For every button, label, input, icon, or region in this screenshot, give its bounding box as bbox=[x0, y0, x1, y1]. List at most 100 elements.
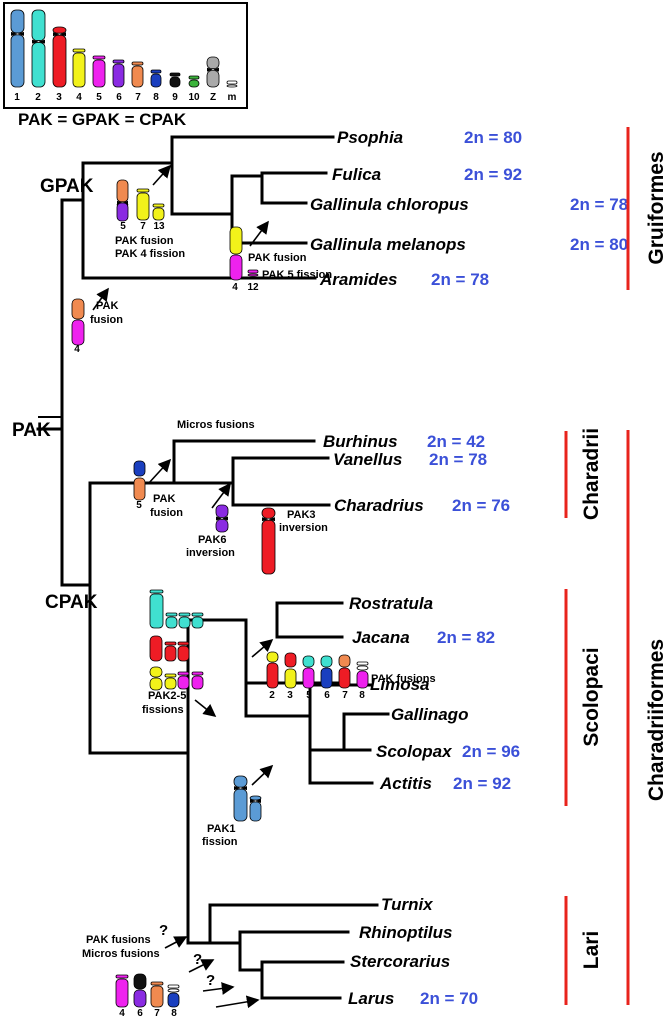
lari-chr-4 bbox=[115, 974, 129, 1008]
jacana-num-6: 6 bbox=[324, 690, 330, 701]
taxon-charadrius: Charadrius bbox=[334, 496, 424, 515]
node-cpak-label: CPAK bbox=[45, 592, 98, 613]
charadrii-event-a: PAK bbox=[153, 493, 175, 505]
scol-chr-3-orig bbox=[149, 635, 163, 662]
scol-chr-4-orig-bottom bbox=[149, 677, 163, 691]
lari-arrow-4 bbox=[215, 995, 260, 1009]
chrom-scolopax: 2n = 96 bbox=[462, 742, 520, 761]
taxon-jacana: Jacana bbox=[352, 628, 410, 647]
charadrii-chr-5-top bbox=[133, 460, 146, 477]
gpak-chr-5-fused-b bbox=[116, 202, 129, 222]
inset-caption: PAK = GPAK = CPAK bbox=[18, 110, 187, 129]
inset-chromosomes bbox=[10, 9, 238, 88]
lari-chr-6-bottom bbox=[133, 989, 147, 1008]
clade-scolopaci: Scolopaci bbox=[580, 647, 603, 746]
clade-bars bbox=[564, 127, 630, 1005]
jacana-arrow bbox=[251, 638, 274, 658]
gallinula-chr-12 bbox=[247, 269, 259, 277]
inset-label-5: 5 bbox=[96, 92, 102, 103]
jacana-chr-7-top bbox=[338, 654, 351, 668]
scolopaci-arrow bbox=[194, 699, 217, 717]
gpak-num-5: 5 bbox=[120, 221, 126, 232]
gpak-chr-7 bbox=[136, 188, 150, 221]
jacana-num-8: 8 bbox=[359, 690, 365, 701]
lari-arrow-2 bbox=[188, 959, 215, 973]
jacana-chr-2-top bbox=[266, 651, 279, 663]
gpak-arrow bbox=[152, 164, 172, 186]
lari-micros-fusions: Micros fusions bbox=[82, 948, 160, 960]
chrom-vanellus: 2n = 78 bbox=[429, 450, 487, 469]
jacana-chr-6-bottom bbox=[320, 667, 333, 689]
chrom-charadrius: 2n = 76 bbox=[452, 496, 510, 515]
taxon-gallinula-melanops: Gallinula melanops bbox=[310, 235, 466, 254]
gpak-event-fusion: PAK fusion bbox=[115, 235, 174, 247]
jacana-chr-5-top bbox=[302, 655, 315, 668]
taxon-aramides: Aramides bbox=[319, 270, 397, 289]
pak1-chr-frag bbox=[249, 795, 262, 822]
inset-label-z: Z bbox=[210, 92, 216, 103]
scolopaci-event-b: fissions bbox=[142, 704, 184, 716]
gpak-event-fission: PAK 4 fission bbox=[115, 248, 185, 260]
taxon-fulica: Fulica bbox=[332, 165, 381, 184]
lari-chr-8-top bbox=[167, 984, 180, 993]
lari-chr-7 bbox=[150, 981, 164, 1008]
inset-chr-10 bbox=[188, 75, 200, 88]
scol-chr-3a bbox=[164, 641, 177, 662]
scol-chr-3b bbox=[177, 641, 190, 662]
taxa-labels: Psophia 2n = 80 Fulica 2n = 92 Gallinula… bbox=[310, 128, 628, 1008]
lari-question-1: ? bbox=[159, 922, 168, 939]
scol-chr-4-orig-top bbox=[149, 666, 163, 678]
taxon-actitis: Actitis bbox=[379, 774, 432, 793]
pak1-fission: fission bbox=[202, 836, 238, 848]
inset-label-m: m bbox=[228, 92, 237, 103]
jacana-chr-2-bottom bbox=[266, 662, 279, 689]
inset-chr-3 bbox=[52, 26, 67, 88]
charadrii-num-5: 5 bbox=[136, 500, 142, 511]
inset-label-3: 3 bbox=[56, 92, 62, 103]
inset-label-6: 6 bbox=[116, 92, 122, 103]
clade-charadrii: Charadrii bbox=[580, 428, 603, 520]
scol-chr-4a bbox=[164, 673, 177, 690]
taxon-gallinago: Gallinago bbox=[391, 705, 468, 724]
event-annotations: 5 7 13 PAK fusion PAK 4 fission PAK fusi… bbox=[74, 164, 436, 1019]
gpak-chr-5-fused bbox=[116, 179, 129, 207]
gruiformes-chr-4-bottom bbox=[71, 319, 85, 346]
chrom-larus: 2n = 70 bbox=[420, 989, 478, 1008]
chrom-burhinus: 2n = 42 bbox=[427, 432, 485, 451]
inset-chr-2 bbox=[31, 9, 46, 88]
pak1-arrow bbox=[251, 764, 274, 786]
inset-label-7: 7 bbox=[135, 92, 141, 103]
clade-charadriiformes: Charadriiformes bbox=[645, 639, 668, 801]
inset-label-4: 4 bbox=[76, 92, 82, 103]
taxon-scolopax: Scolopax bbox=[376, 742, 453, 761]
inset-chr-8 bbox=[150, 69, 162, 88]
gallinula-arrow bbox=[249, 220, 269, 247]
gallinula-event-fusion: PAK fusion bbox=[248, 252, 307, 264]
gallinula-chr-4-top bbox=[229, 226, 243, 255]
taxon-vanellus: Vanellus bbox=[333, 450, 402, 469]
lari-arrow-1 bbox=[164, 936, 188, 949]
clade-gruiformes: Gruiformes bbox=[645, 151, 668, 264]
chrom-gallinula-chloropus: 2n = 78 bbox=[570, 195, 628, 214]
scol-chr-2c bbox=[191, 612, 204, 629]
inset-chr-9 bbox=[169, 72, 181, 88]
jacana-chr-5-bottom bbox=[302, 667, 315, 689]
pak6-chr bbox=[215, 504, 229, 533]
jacana-chr-7-bottom bbox=[338, 667, 351, 689]
event-chromosomes bbox=[71, 179, 369, 1008]
gallinula-chr-4-bottom bbox=[229, 254, 243, 281]
gruiformes-arrow bbox=[92, 287, 109, 311]
jacana-chr-3-bottom bbox=[284, 668, 297, 689]
chrom-psophia: 2n = 80 bbox=[464, 128, 522, 147]
gruiformes-event-b: fusion bbox=[90, 314, 123, 326]
gallinula-num-4: 4 bbox=[232, 282, 238, 293]
charadrii-micros-fusions: Micros fusions bbox=[177, 419, 255, 431]
clade-lari: Lari bbox=[580, 931, 603, 970]
tree-branches bbox=[36, 135, 390, 1000]
lari-arrow-3 bbox=[202, 982, 235, 995]
scol-chr-5b bbox=[191, 671, 204, 690]
inset-label-8: 8 bbox=[153, 92, 159, 103]
taxon-limosa: Limosa bbox=[370, 675, 430, 694]
scol-chr-2b bbox=[178, 612, 191, 629]
pak6-inversion: inversion bbox=[186, 547, 235, 559]
